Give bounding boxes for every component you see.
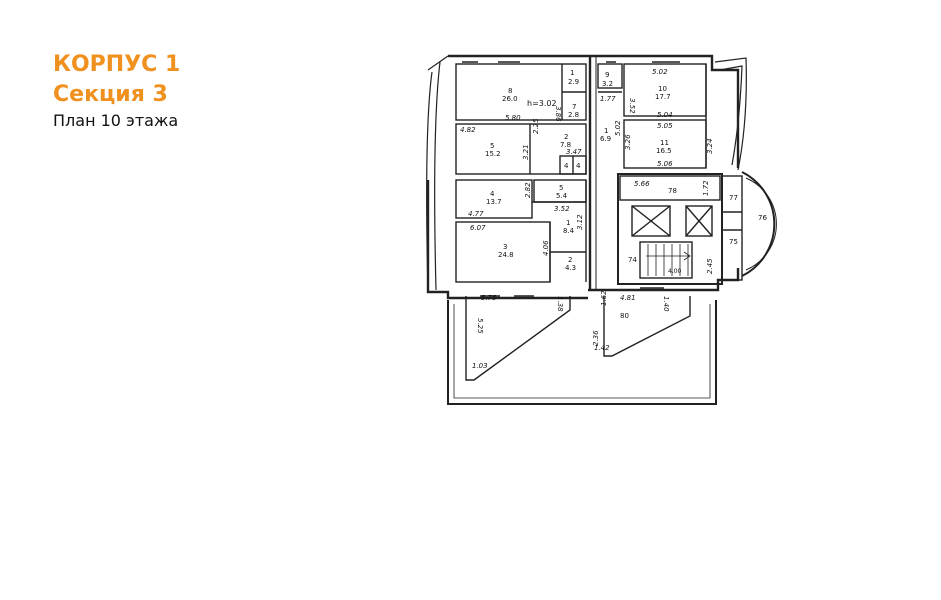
dim-2-36: 2.36 (592, 330, 600, 346)
room-4-label: 4 (490, 190, 495, 198)
dim-2-25: 2.25 (532, 118, 540, 134)
room-76-label: 76 (758, 214, 767, 222)
dimension-labels: 5.80 3.86 4.82 2.25 3.21 3.47 2.82 4.77 … (460, 68, 714, 370)
dim-2-82: 2.82 (524, 182, 532, 198)
dim-3-47: 3.47 (566, 148, 582, 156)
dim-3-21: 3.21 (522, 144, 530, 160)
dim-3-24: 3.24 (706, 138, 714, 154)
room-4-area: 13.7 (486, 198, 502, 206)
stair-arrow-icon (646, 251, 691, 261)
dim-5-75: 5.75 (481, 294, 497, 302)
room-2-top-area: 7.8 (560, 141, 571, 149)
room-9-area: 3.2 (602, 80, 613, 88)
building-title: КОРПУС 1 (53, 52, 181, 77)
room-5-mid-label: 5 (559, 184, 563, 192)
room-1-right-label: 1 (604, 127, 608, 135)
dim-1-62: 1.62 (600, 290, 608, 306)
room-7-area: 2.8 (568, 111, 579, 119)
dim-5-06: 5.06 (657, 160, 673, 168)
room-7-label: 7 (572, 103, 576, 111)
dim-6-07: 6.07 (470, 224, 486, 232)
room-1-mid-label: 1 (566, 219, 570, 227)
room-2-bot-label: 2 (568, 256, 572, 264)
room-3-label: 3 (503, 243, 507, 251)
dim-1-42: 1.42 (594, 344, 610, 352)
stair-label: 4.00 (668, 268, 682, 275)
dim-4-81: 4.81 (620, 294, 636, 302)
dim-4-06: 4.06 (542, 240, 550, 256)
dim-2-45: 2.45 (706, 258, 714, 274)
room-10-label: 10 (658, 85, 667, 93)
room-8-area: 26.0 (502, 95, 518, 103)
dim-3-26: 3.26 (624, 134, 632, 150)
room-2-top-label: 2 (564, 133, 568, 141)
room-11-area: 16.5 (656, 147, 672, 155)
plan-walls (426, 54, 777, 405)
floor-plan-title: План 10 этажа (53, 111, 179, 130)
room-5-area: 15.2 (485, 150, 501, 158)
room-77-label: 77 (729, 194, 738, 202)
room-3-area: 24.8 (498, 251, 514, 259)
room-2-bot-area: 4.3 (565, 264, 576, 272)
ceiling-height: h=3.02 (527, 99, 557, 108)
dim-4-77: 4.77 (468, 210, 484, 218)
title-block: КОРПУС 1 Секция 3 План 10 этажа (53, 50, 180, 132)
room-1-top-area: 2.9 (568, 78, 579, 86)
dim-5-04: 5.04 (657, 111, 673, 119)
room-labels: 8 26.0 1 2.9 7 2.8 2 7.8 5 15.2 4 4 4 13… (485, 69, 767, 320)
dim-5-02-vert: 5.02 (614, 120, 622, 136)
room-1-top-label: 1 (570, 69, 574, 77)
dim-1-77: 1.77 (600, 95, 616, 103)
dim-4-82: 4.82 (460, 126, 476, 134)
section-title: Секция 3 (53, 82, 168, 107)
dim-1-03: 1.03 (472, 362, 488, 370)
dim-3-52: 3.52 (554, 205, 570, 213)
dim-5-02-top: 5.02 (652, 68, 668, 76)
room-74-label: 74 (628, 256, 637, 264)
room-80-label: 80 (620, 312, 629, 320)
dim-3-86: 3.86 (554, 106, 562, 122)
room-10-area: 17.7 (655, 93, 671, 101)
room-9-label: 9 (605, 71, 609, 79)
room-8-label: 8 (508, 87, 512, 95)
dim-5-66: 5.66 (634, 180, 650, 188)
room-78-label: 78 (668, 187, 677, 195)
room-3-small-label: 4 (576, 162, 581, 170)
room-5-mid-area: 5.4 (556, 192, 568, 200)
room-1-mid-area: 8.4 (563, 227, 575, 235)
room-75-label: 75 (729, 238, 738, 246)
dim-5-25: 5.25 (476, 318, 484, 334)
dim-1-72: 1.72 (702, 180, 710, 196)
room-1-right-area: 6.9 (600, 135, 611, 143)
dim-3-12: 3.12 (576, 214, 584, 230)
dim-5-05: 5.05 (657, 122, 673, 130)
room-4-small-label: 4 (564, 162, 569, 170)
room-5-label: 5 (490, 142, 494, 150)
dim-5-80: 5.80 (505, 114, 521, 122)
dim-1-40: 1.40 (662, 296, 670, 312)
dim-3-52-right: 3.52 (628, 98, 636, 114)
room-11-label: 11 (660, 139, 669, 147)
dim-1-38: 1.38 (556, 296, 564, 312)
